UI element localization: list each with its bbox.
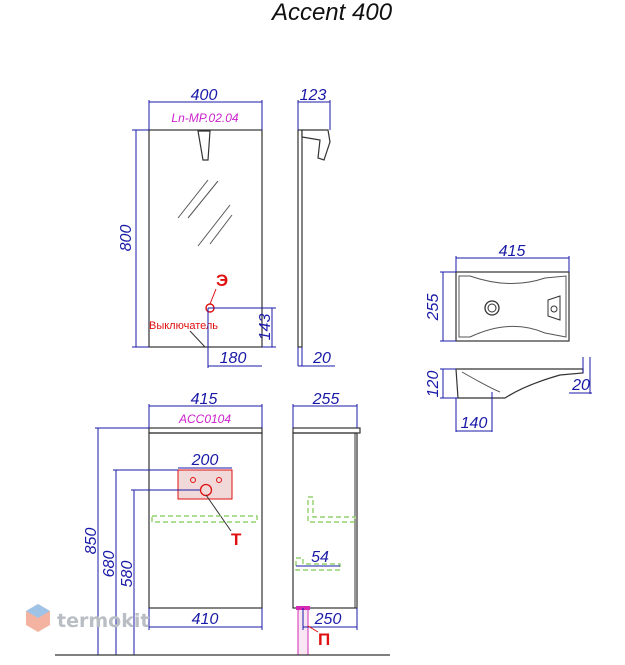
basin-rim-label: 20	[571, 377, 590, 394]
basin-tap-hole	[547, 295, 561, 321]
mirror-front-view: 400 Ln-MP.02.04 800 Э Выключатель 180 14…	[118, 87, 276, 368]
cabinet-side-view: 255 54 250 П	[292, 391, 361, 656]
height-850-label: 850	[83, 528, 100, 555]
drain-distance-label: 250	[314, 611, 342, 628]
cabinet-bottom-width-label: 410	[192, 611, 219, 628]
basin-depth-label: 255	[425, 294, 442, 322]
cabinet-body	[148, 432, 263, 609]
mirror-side-outline	[297, 129, 303, 348]
cabinet-depth-label: 255	[312, 391, 340, 408]
basin-side-view: 120 140 20	[425, 357, 592, 432]
mirror-height-label: 800	[118, 225, 135, 252]
basin-top-view: 415 255	[425, 243, 570, 342]
cabinet-shelf	[151, 515, 258, 523]
basin-height-label: 120	[425, 371, 442, 398]
cabinet-cutout-panel	[177, 469, 233, 500]
basin-top-outline	[455, 271, 570, 342]
mirror-side-lamp	[301, 129, 331, 161]
watermark: termokit	[26, 604, 149, 632]
basin-drain-offset-label: 140	[461, 415, 488, 432]
mirror-model-label: Ln-MP.02.04	[171, 111, 238, 125]
basin-side-outline	[455, 368, 584, 399]
cabinet-front-view: Т 415 ACC0104 200 850 680 580 410	[83, 391, 263, 655]
cabinet-top-width-label: 415	[191, 391, 218, 408]
socket-height-label: 143	[257, 314, 274, 341]
switch-label: Выключатель	[149, 320, 218, 332]
height-680-label: 680	[101, 551, 118, 578]
side-gap-label: 54	[311, 549, 329, 566]
cabinet-side-body	[292, 432, 358, 609]
cabinet-side-top	[292, 427, 361, 434]
basin-drain	[484, 300, 500, 316]
reflection-line-1	[177, 179, 209, 219]
cabinet-model-label: ACC0104	[178, 412, 231, 426]
cabinet-top	[148, 427, 263, 434]
watermark-text: termokit	[57, 610, 149, 632]
reflection-line-4	[209, 214, 233, 245]
mirror-width-label: 400	[191, 87, 218, 104]
side-shelf-lower	[295, 557, 341, 571]
basin-bowl	[458, 275, 567, 338]
floor-drain-label: П	[318, 630, 330, 649]
pipe-label: Т	[231, 530, 242, 549]
socket-offset-label: 180	[220, 350, 247, 367]
mirror-outline	[148, 129, 263, 348]
mirror-lamp	[197, 130, 211, 161]
drawing-title: Accent 400	[270, 0, 393, 26]
socket-label: Э	[216, 271, 228, 290]
reflection-line-2	[187, 180, 219, 219]
panel-width-label: 200	[191, 452, 219, 469]
side-shelf-upper	[307, 496, 356, 523]
mirror-side-view: 123 20	[297, 87, 335, 367]
mirror-depth-label: 123	[300, 87, 327, 104]
height-580-label: 580	[119, 561, 136, 588]
reflection-line-3	[197, 204, 231, 247]
mirror-mount-depth-label: 20	[312, 350, 331, 367]
basin-width-label: 415	[499, 243, 526, 260]
